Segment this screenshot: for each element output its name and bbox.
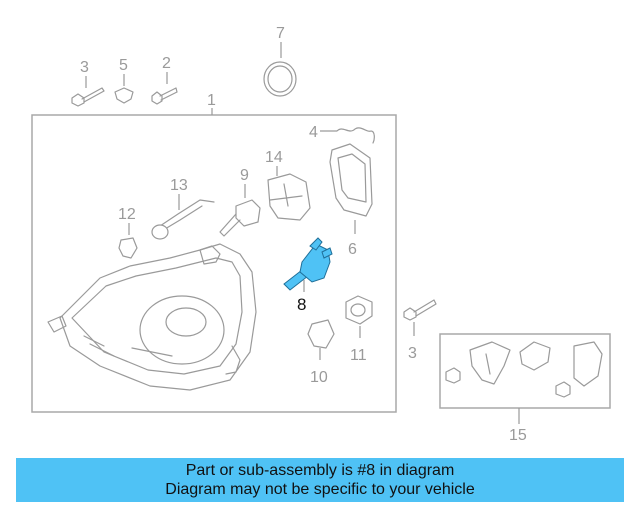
part-6-cover-cap[interactable]: 6 <box>329 143 373 258</box>
callout-10: 10 <box>310 369 328 386</box>
part-14-bulb[interactable]: 14 <box>265 149 311 221</box>
callout-2: 2 <box>162 55 171 72</box>
callout-5: 5 <box>119 57 128 74</box>
headlamp-assembly-frame <box>31 114 397 413</box>
part-3-screw-top[interactable]: 3 <box>71 59 105 107</box>
part-9-bulb[interactable]: 9 <box>219 167 261 237</box>
part-12-small-bulb[interactable]: 12 <box>118 206 138 259</box>
callout-3-right: 3 <box>408 345 417 362</box>
callout-4: 4 <box>309 124 318 141</box>
callout-6: 6 <box>348 241 357 258</box>
callout-15: 15 <box>509 427 527 444</box>
bracket-kit-frame <box>439 333 611 409</box>
part-3-screw-right[interactable]: 3 <box>403 299 437 362</box>
callout-9: 9 <box>240 167 249 184</box>
callout-3-top: 3 <box>80 59 89 76</box>
part-5-clip-nut[interactable]: 5 <box>114 57 134 104</box>
parts-diagram: 1 15 3 5 2 7 4 6 <box>31 25 611 444</box>
part-7-seal-ring[interactable]: 7 <box>263 25 297 97</box>
banner-line-1: Part or sub-assembly is #8 in diagram <box>185 462 455 479</box>
info-banner: Part or sub-assembly is #8 in diagram Di… <box>16 458 624 502</box>
callout-12: 12 <box>118 206 136 223</box>
bracket-kit-contents[interactable] <box>445 341 603 398</box>
callout-7: 7 <box>276 25 285 42</box>
callout-13: 13 <box>170 177 188 194</box>
part-4-wire[interactable]: 4 <box>309 124 375 144</box>
callout-11: 11 <box>350 347 367 364</box>
part-13-socket[interactable]: 13 <box>151 177 215 240</box>
callout-1: 1 <box>207 92 216 109</box>
headlamp-housing <box>47 243 257 391</box>
part-10-wedge-bulb[interactable]: 10 <box>307 319 335 386</box>
callout-8: 8 <box>297 295 306 314</box>
part-2-bolt[interactable]: 2 <box>151 55 178 105</box>
part-8-bulb-highlighted[interactable]: 8 <box>283 237 333 314</box>
callout-14: 14 <box>265 149 283 166</box>
banner-line-2: Diagram may not be specific to your vehi… <box>165 481 475 498</box>
part-11-socket[interactable]: 11 <box>345 295 373 364</box>
